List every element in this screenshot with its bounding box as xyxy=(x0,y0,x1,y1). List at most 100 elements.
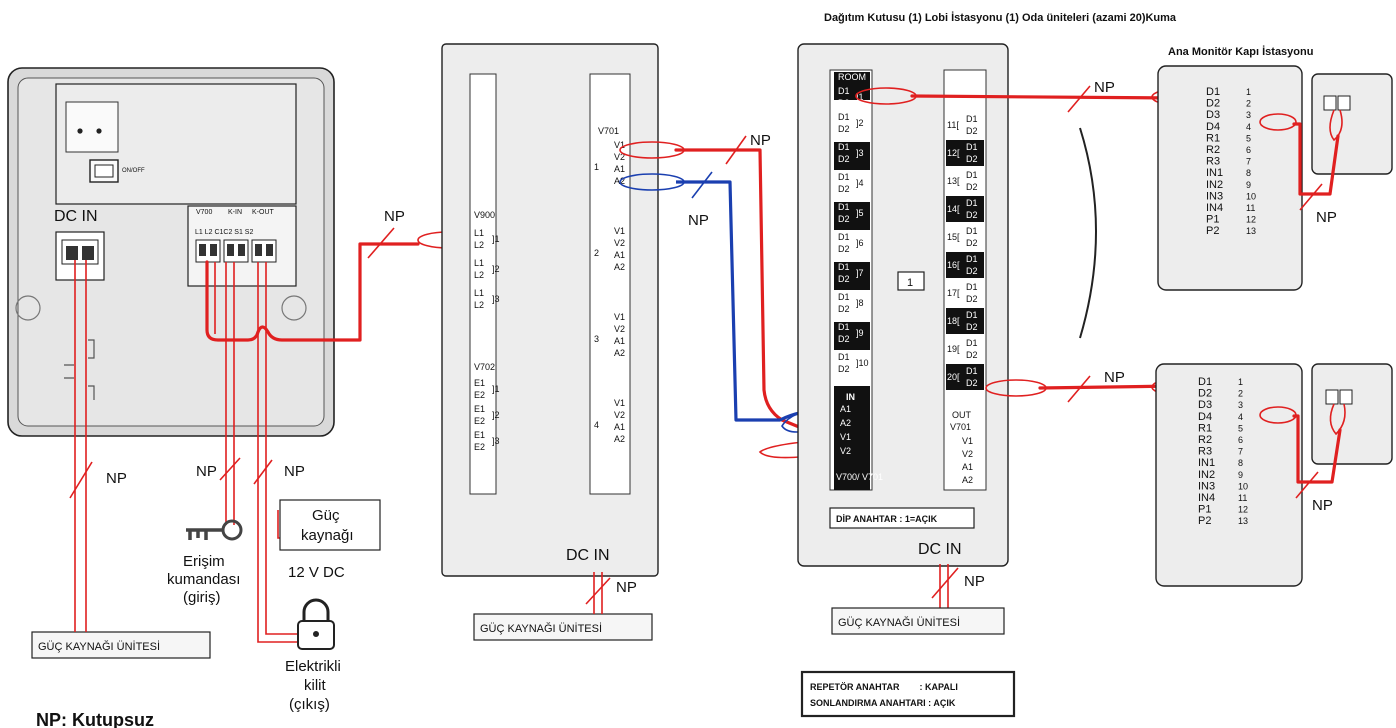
room-pin-label: D4 xyxy=(1206,121,1220,133)
dip-switch-label: DİP ANAHTAR : 1=AÇIK xyxy=(836,514,938,524)
np-label-blue: NP xyxy=(688,212,709,229)
dist-e1-label: E1 xyxy=(474,378,485,388)
lobby-left-number: ]3 xyxy=(856,148,864,158)
dist-l-index: ]2 xyxy=(492,264,500,274)
room-pin-number: 13 xyxy=(1246,226,1256,236)
lobby-right-number: 12[ xyxy=(947,148,960,158)
lobby-d1-label: D1 xyxy=(838,232,850,242)
lobby-d2-label: D2 xyxy=(838,334,850,344)
np-label-main: NP xyxy=(106,470,127,487)
room-pin-number: 1 xyxy=(1238,377,1243,387)
lobby-d1-label: D1 xyxy=(838,262,850,272)
dist-l2-label: L2 xyxy=(474,270,484,280)
lobby-d2-label: D2 xyxy=(838,274,850,284)
room-pin-label: D2 xyxy=(1198,388,1212,400)
lobby-power-unit xyxy=(831,607,1005,635)
lobby-d1-label: D1 xyxy=(966,254,978,264)
lobby-d2-label: D2 xyxy=(966,378,978,388)
lobby-out-pin: A1 xyxy=(962,462,973,472)
lobby-d2-label: D2 xyxy=(838,304,850,314)
dist-v900-label: V900 xyxy=(474,210,495,220)
room-unit-1 xyxy=(1157,65,1303,291)
lobby-left-number: ]8 xyxy=(856,298,864,308)
lobby-right-slot xyxy=(946,168,984,194)
lobby-d1-label: D1 xyxy=(838,112,850,122)
lobby-left-slot xyxy=(834,202,870,230)
dist-group-number: 2 xyxy=(594,248,599,258)
room-pin-number: 3 xyxy=(1246,110,1251,120)
room-pin-number: 6 xyxy=(1246,145,1251,155)
lobby-out-v701: V701 xyxy=(950,422,971,432)
door-station-20 xyxy=(1311,363,1393,465)
np-label-room20: NP xyxy=(1104,369,1125,386)
lobby-d2-label: D2 xyxy=(838,154,850,164)
lobby-right-slot xyxy=(946,224,984,250)
room-pin-number: 9 xyxy=(1238,470,1243,480)
lobby-d2-label: D2 xyxy=(838,244,850,254)
room-pin-label: D3 xyxy=(1198,399,1212,411)
room-pin-label: R3 xyxy=(1198,446,1212,458)
room-pin-label: R3 xyxy=(1206,156,1220,168)
lobby-in-foot: V700/ V701 xyxy=(836,472,883,482)
lobby-d1-label: D1 xyxy=(838,352,850,362)
lobby-right-slot xyxy=(946,140,984,166)
lobby-left-slot xyxy=(834,352,870,380)
lobby-right-slot xyxy=(946,252,984,278)
lobby-left-number: ]6 xyxy=(856,238,864,248)
access-line2: kumandası xyxy=(167,571,240,588)
lobby-left-slot xyxy=(834,112,870,140)
lobby-d1-label: D1 xyxy=(966,142,978,152)
dist-group-pin: V2 xyxy=(614,410,625,420)
legend-np: NP: Kutupsuz xyxy=(36,710,154,728)
lobby-d2-label: D2 xyxy=(966,182,978,192)
main-power-unit-label: GÜÇ KAYNAĞI ÜNİTESİ xyxy=(38,640,160,653)
room-pin-number: 11 xyxy=(1238,493,1247,503)
room-pin-number: 12 xyxy=(1246,215,1256,225)
dip-value: 1 xyxy=(907,277,913,289)
dist-group-pin: A1 xyxy=(614,336,625,346)
dist-group-pin: A2 xyxy=(614,434,625,444)
dist-e-index: ]2 xyxy=(492,410,500,420)
lobby-d2-label: D2 xyxy=(838,364,850,374)
dist-l1-label: L1 xyxy=(474,228,484,238)
dist-group-pin: V2 xyxy=(614,152,625,162)
dist-e2-label: E2 xyxy=(474,442,485,452)
dist-group-pin: V2 xyxy=(614,238,625,248)
access-line3: (giriş) xyxy=(183,589,221,606)
dip-switch-box xyxy=(829,507,975,529)
psu-line1: Güç xyxy=(312,507,340,524)
dist-dc-in-label: DC IN xyxy=(566,547,610,564)
lobby-right-slot xyxy=(946,308,984,334)
np-label-lobby-dc: NP xyxy=(964,573,985,590)
lobby-d2-label: D2 xyxy=(966,294,978,304)
room-pin-number: 7 xyxy=(1238,447,1243,457)
lobby-dc-in-label: DC IN xyxy=(918,541,962,558)
lobby-left-number: ]4 xyxy=(856,178,864,188)
dist-v701-label: V701 xyxy=(598,126,619,136)
lobby-left-number: ]2 xyxy=(856,118,864,128)
lock-line2: kilit xyxy=(304,677,326,694)
repeater-line2: SONLANDIRMA ANAHTARI : AÇIK xyxy=(810,698,956,708)
lobby-in-pin: A1 xyxy=(840,404,851,414)
lobby-right-number: 11[ xyxy=(947,120,959,130)
dist-e2-label: E2 xyxy=(474,416,485,426)
np-label-access: NP xyxy=(196,463,217,480)
lobby-d2-label: D2 xyxy=(838,124,850,134)
lock-line1: Elektrikli xyxy=(285,658,341,675)
room-pin-label: IN4 xyxy=(1198,492,1215,504)
lobby-right-slot xyxy=(946,364,984,390)
lobby-left-slot xyxy=(834,232,870,260)
lobby-left-slot xyxy=(834,172,870,200)
room-pin-label: IN2 xyxy=(1206,179,1223,191)
room-pin-number: 8 xyxy=(1246,168,1251,178)
np-label-door20: NP xyxy=(1312,497,1333,514)
main-power-unit xyxy=(31,631,211,659)
lobby-left-slot xyxy=(834,262,870,290)
room-pin-label: R1 xyxy=(1206,132,1220,144)
lobby-right-number: 19[ xyxy=(947,344,960,354)
lobby-right-slot xyxy=(946,336,984,362)
lobby-left-slot xyxy=(834,292,870,320)
main-monitor-unit: ON/OFF DC IN V700 K-IN K-OUT L1 L2 C1C2 … xyxy=(7,67,335,437)
room-pin-number: 2 xyxy=(1246,99,1251,109)
